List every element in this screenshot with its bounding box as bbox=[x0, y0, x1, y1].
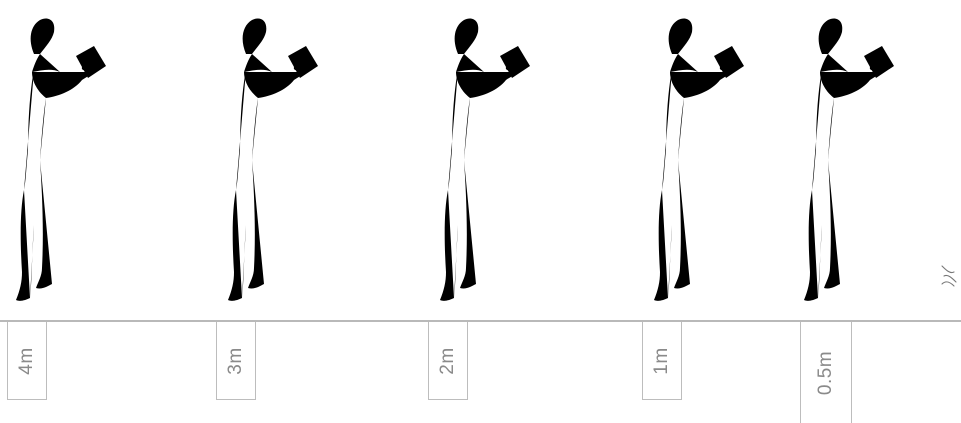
distance-label-text: 1m bbox=[651, 347, 673, 374]
figure-3m bbox=[228, 19, 318, 301]
distance-label-3m: 3m bbox=[216, 322, 256, 400]
distance-label-text: 3m bbox=[225, 347, 247, 374]
distance-label-text: 4m bbox=[16, 347, 38, 374]
figure-4m bbox=[16, 19, 106, 301]
figure-1m bbox=[654, 19, 744, 301]
distance-label-text: 2m bbox=[437, 347, 459, 374]
partial-sketch-icon bbox=[940, 262, 958, 288]
figure-0-5m bbox=[804, 19, 894, 301]
distance-label-2m: 2m bbox=[428, 322, 468, 400]
distance-label-1m: 1m bbox=[642, 322, 682, 400]
distance-label-4m: 4m bbox=[7, 322, 47, 400]
figure-2m bbox=[440, 19, 530, 301]
distance-label-0-5m: 0.5m bbox=[800, 322, 852, 423]
distance-label-text: 0.5m bbox=[815, 350, 837, 394]
